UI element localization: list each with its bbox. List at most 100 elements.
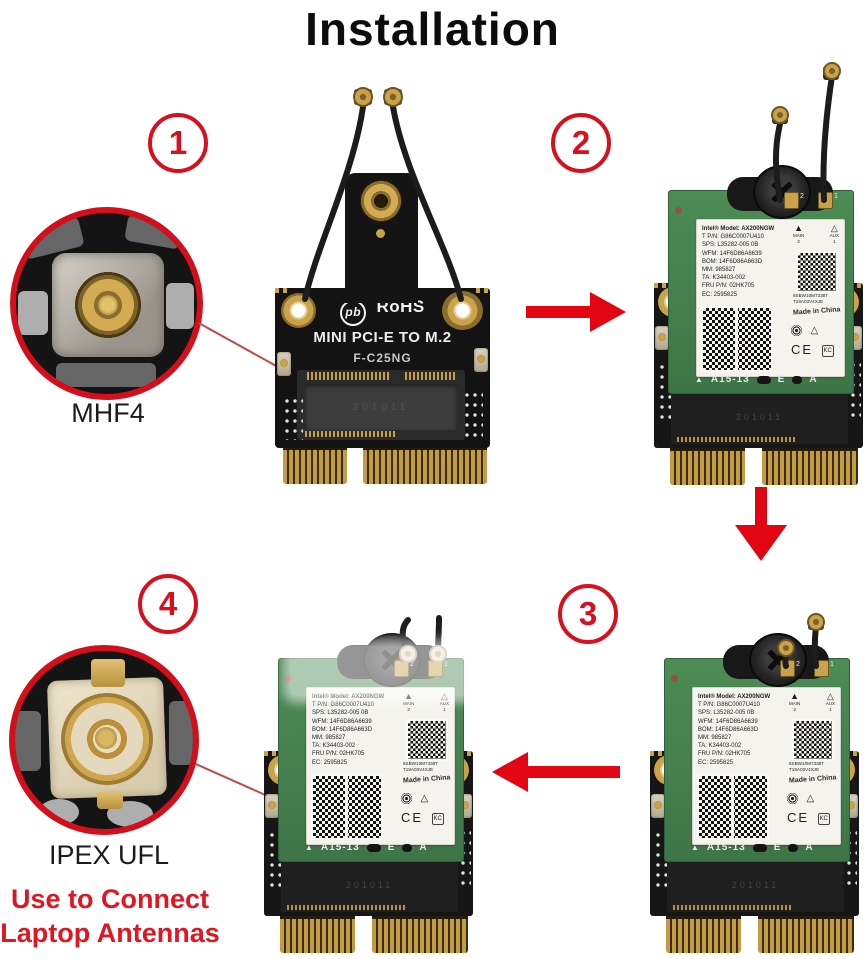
solder-dot bbox=[376, 229, 385, 238]
solder-blob bbox=[56, 363, 156, 387]
emission-icon bbox=[791, 325, 802, 337]
note-line-2: Laptop Antennas bbox=[0, 918, 220, 948]
antenna-cables bbox=[777, 613, 825, 669]
antenna-port-aux-label: 1 bbox=[834, 193, 838, 200]
step-1-number: 1 bbox=[168, 124, 188, 161]
kc-mark: KC bbox=[817, 813, 830, 825]
aux-antenna-icon: △ bbox=[826, 691, 834, 701]
adapter-ipex-left bbox=[277, 352, 291, 376]
ce-mark: CE bbox=[401, 810, 424, 825]
solder-blob bbox=[166, 283, 194, 329]
ce-mark: CE bbox=[791, 342, 814, 357]
arrow-right-icon bbox=[526, 292, 626, 332]
ipex-connector-tip bbox=[353, 87, 403, 107]
ipex-solder-tab-top bbox=[91, 659, 125, 687]
step-3-number: 3 bbox=[578, 595, 598, 632]
socket-pins bbox=[305, 431, 397, 437]
edge-connector-fingers bbox=[372, 916, 468, 953]
ce-mark: CE bbox=[787, 810, 810, 825]
card-bottom-strip: ▲ A15-13 E A bbox=[279, 842, 463, 853]
solder-blob bbox=[18, 291, 48, 335]
step-2-number: 2 bbox=[571, 124, 591, 161]
emission-icon bbox=[401, 793, 412, 805]
socket-cavity: 201011 bbox=[305, 384, 457, 430]
emission-icon bbox=[787, 793, 798, 805]
certification-marks: △ CE KC bbox=[787, 790, 837, 827]
certification-marks: △ CE KC bbox=[791, 322, 841, 359]
test-pad bbox=[366, 843, 381, 852]
card-bottom-strip: ▲ A15-13 E A bbox=[665, 842, 849, 853]
arrow-left-icon bbox=[492, 752, 620, 792]
mhf4-center-pin bbox=[98, 295, 118, 315]
socket-marking: 201011 bbox=[352, 401, 410, 413]
test-pad bbox=[788, 843, 799, 852]
edge-connector-fingers bbox=[762, 448, 858, 485]
adapter-ipex-right bbox=[474, 348, 488, 372]
antenna-port-main bbox=[784, 192, 799, 209]
aux-antenna-icon: △ bbox=[830, 223, 838, 233]
pin-grid bbox=[461, 388, 483, 440]
qr-code-small bbox=[406, 719, 448, 761]
adapter-pcb: pb RoHS MINI PCI-E TO M.2 F-C25NG 201011 bbox=[275, 288, 490, 448]
m2-slot: 201011 bbox=[281, 858, 458, 912]
strip-a: A bbox=[419, 842, 428, 853]
solder-blob bbox=[15, 711, 41, 771]
edge-connector-fingers bbox=[280, 916, 355, 953]
adapter-card-bare: pb RoHS MINI PCI-E TO M.2 F-C25NG 201011 bbox=[275, 85, 490, 484]
page-title: Installation bbox=[305, 3, 560, 55]
step-4-badge: 4 bbox=[138, 574, 198, 634]
pointer-line-mhf4 bbox=[198, 322, 287, 373]
adapter-ipex-left bbox=[265, 794, 279, 818]
strip-triangle-icon: ▲ bbox=[695, 375, 704, 384]
strip-e: E bbox=[387, 842, 396, 853]
qr-code-small bbox=[796, 251, 838, 293]
fiducial-dot bbox=[285, 675, 292, 682]
edge-connector-fingers bbox=[363, 447, 487, 484]
adapter-ipex-left bbox=[655, 326, 669, 350]
certification-marks: △ CE KC bbox=[401, 790, 451, 827]
m2-socket: 201011 bbox=[297, 370, 465, 440]
strip-e: E bbox=[773, 842, 782, 853]
screw-standoff bbox=[749, 633, 807, 687]
step-1-badge: 1 bbox=[148, 113, 208, 173]
edge-connector-fingers bbox=[758, 916, 854, 953]
edge-connector-fingers bbox=[283, 447, 347, 484]
solder-blob bbox=[39, 799, 79, 825]
socket-pins bbox=[307, 372, 389, 380]
gold-castellation bbox=[476, 288, 490, 293]
socket-pins bbox=[405, 372, 455, 380]
ipex-connector-tip bbox=[777, 613, 825, 657]
strip-e: E bbox=[777, 374, 786, 385]
kc-mark: KC bbox=[821, 345, 834, 357]
pin-grid bbox=[281, 394, 303, 440]
card-bottom-strip: ▲ A15-13 E A bbox=[669, 374, 853, 385]
pb-logo: pb bbox=[340, 300, 367, 326]
gold-castellation bbox=[275, 288, 289, 293]
main-antenna-icon: ▲ bbox=[790, 691, 800, 701]
origin-text: Made in China bbox=[788, 774, 837, 785]
adapter-model: F-C25NG bbox=[353, 351, 412, 365]
ipex-solder-tab-bottom bbox=[97, 791, 123, 809]
antenna-cables bbox=[302, 87, 464, 302]
strip-a: A bbox=[809, 374, 818, 385]
antenna-port-main-label: 2 bbox=[796, 661, 800, 668]
strip-model: A15-13 bbox=[320, 842, 360, 853]
mounting-hole bbox=[360, 180, 402, 222]
test-pad bbox=[752, 843, 767, 852]
slot-marking: 201011 bbox=[731, 880, 780, 890]
strip-triangle-icon: ▲ bbox=[305, 843, 314, 852]
note-line-1: Use to Connect bbox=[10, 884, 210, 914]
test-pad bbox=[756, 375, 771, 384]
test-pad bbox=[402, 843, 413, 852]
antenna-port-main-label: 2 bbox=[800, 193, 804, 200]
